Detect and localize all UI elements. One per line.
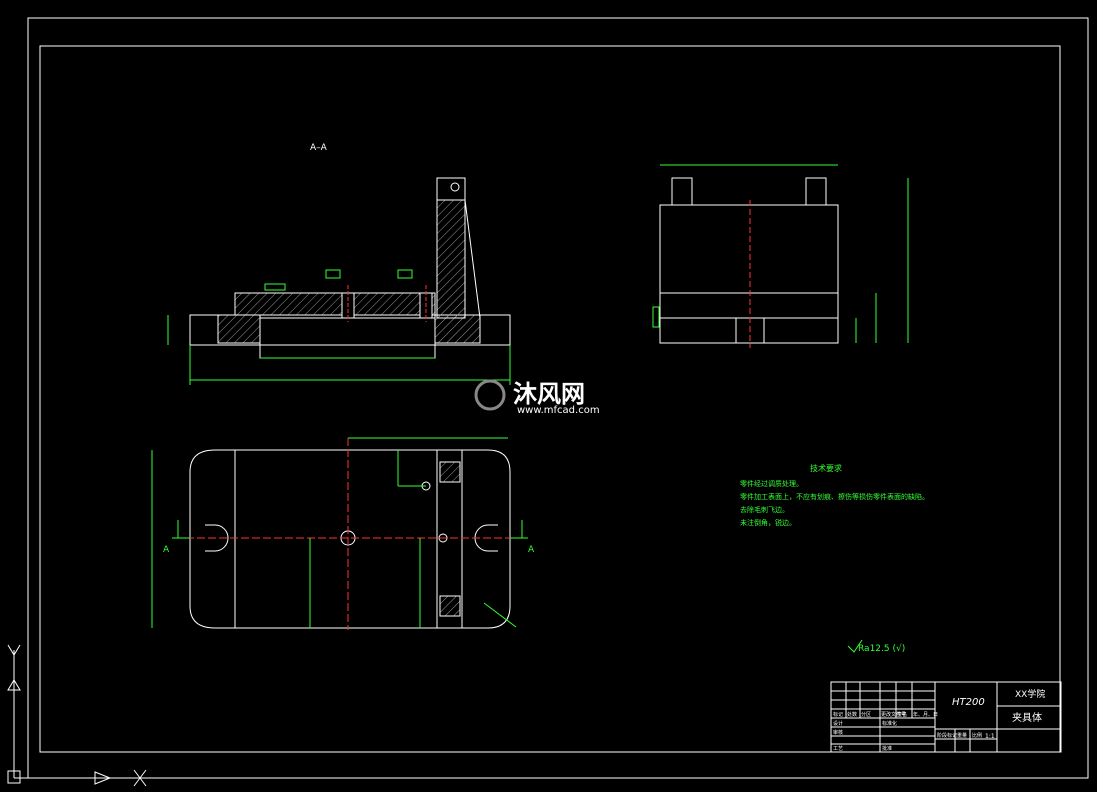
title-right-label: 重量	[957, 732, 967, 739]
outer-border	[27, 17, 1089, 779]
section-marker-left: A	[163, 545, 170, 555]
title-row-label: 设计	[833, 720, 843, 727]
title-right-label: 阶段标记	[937, 732, 957, 739]
title-header-label: 签名	[897, 711, 907, 718]
title-part-name: 夹具体	[1012, 711, 1042, 724]
title-material: HT200	[952, 697, 985, 708]
section-label: A–A	[310, 143, 328, 153]
tech-requirements: 技术要求 零件经过调质处理。 零件加工表面上，不应有划痕、擦伤等损伤零件表面的缺…	[740, 463, 929, 527]
title-row-label: 标记	[833, 711, 843, 718]
drawing-frame	[39, 45, 1061, 753]
title-header-label: 更改文件号	[881, 711, 906, 718]
title-header-label: 年、月、日	[913, 711, 938, 718]
tech-req-item: 零件经过调质处理。	[740, 479, 803, 488]
title-row-label: 工艺	[833, 746, 843, 752]
tech-req-item: 去除毛刺飞边。	[740, 505, 789, 514]
roughness-text: Ra12.5 (√)	[858, 643, 905, 654]
title-right-label: 比例	[972, 732, 982, 739]
title-school: XX学院	[1015, 688, 1045, 700]
title-mid-label: 批准	[882, 745, 892, 752]
title-block	[830, 681, 1062, 753]
roughness-note: Ra12.5 (√)	[847, 639, 905, 654]
ucs-icon	[7, 644, 147, 787]
title-mid-label: 标准化	[882, 720, 897, 727]
section-marker-right: A	[528, 545, 535, 555]
title-scale: 1:1	[985, 733, 995, 740]
title-header-label: 分区	[861, 711, 871, 718]
tech-req-title: 技术要求	[810, 463, 842, 473]
tech-req-item: 零件加工表面上，不应有划痕、擦伤等损伤零件表面的缺陷。	[740, 492, 929, 501]
title-row-label: 审核	[833, 729, 843, 736]
title-header-label: 处数	[847, 711, 857, 718]
section-view-a-a: A–A	[167, 143, 511, 385]
top-view: A A	[151, 437, 535, 630]
tech-req-item: 未注倒角，锐边。	[740, 518, 796, 527]
watermark: 沐风网 www.mfcad.com	[474, 379, 600, 416]
watermark-url: www.mfcad.com	[517, 405, 600, 416]
side-view	[652, 164, 909, 348]
watermark-brand: 沐风网	[513, 380, 585, 408]
